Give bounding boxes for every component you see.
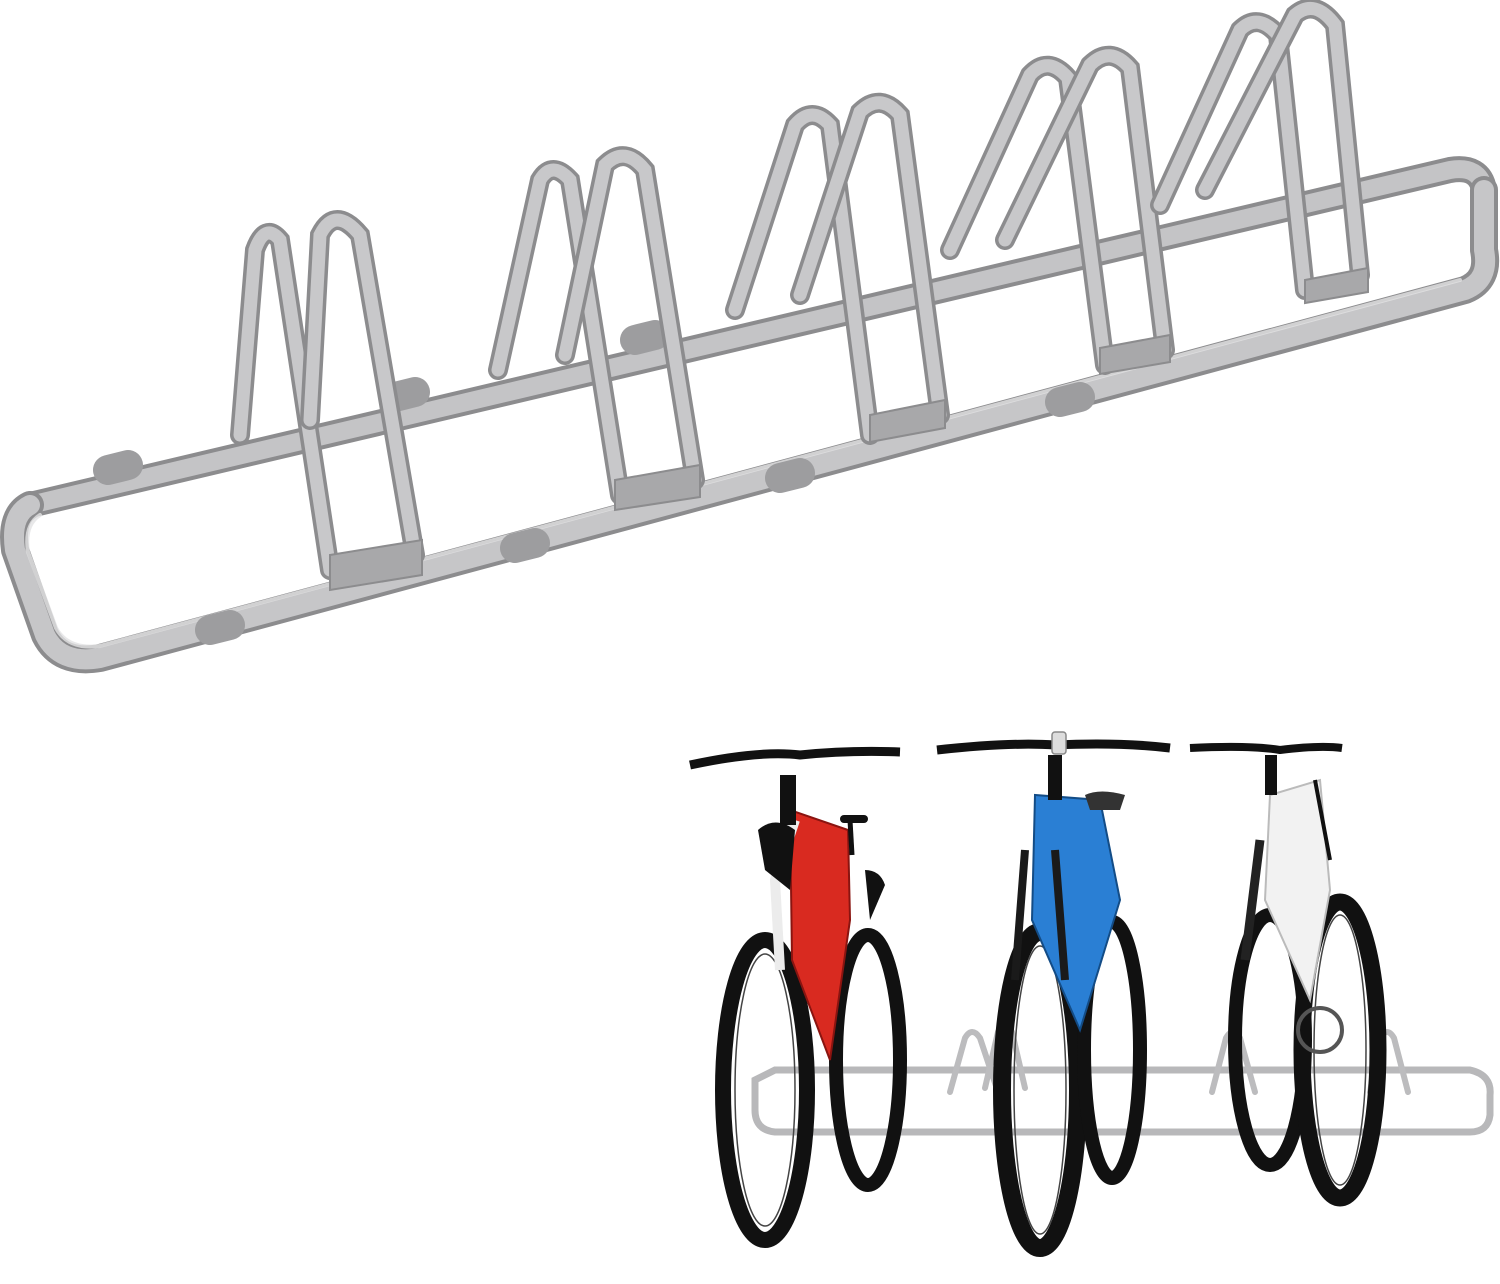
rack-slot-1 xyxy=(230,210,425,592)
rack-slot-5 xyxy=(1150,0,1370,305)
bike-red xyxy=(689,746,907,1248)
bikes-in-rack-photo xyxy=(689,731,1494,1257)
rack-slot-2 xyxy=(488,146,705,512)
rack-slot-4 xyxy=(940,45,1175,376)
bike-rack-illustration xyxy=(0,0,1500,674)
bike-white xyxy=(1189,742,1387,1207)
rack-base-frame xyxy=(0,156,1500,674)
rack-slot-3 xyxy=(725,92,950,445)
bike-blue xyxy=(936,731,1171,1257)
